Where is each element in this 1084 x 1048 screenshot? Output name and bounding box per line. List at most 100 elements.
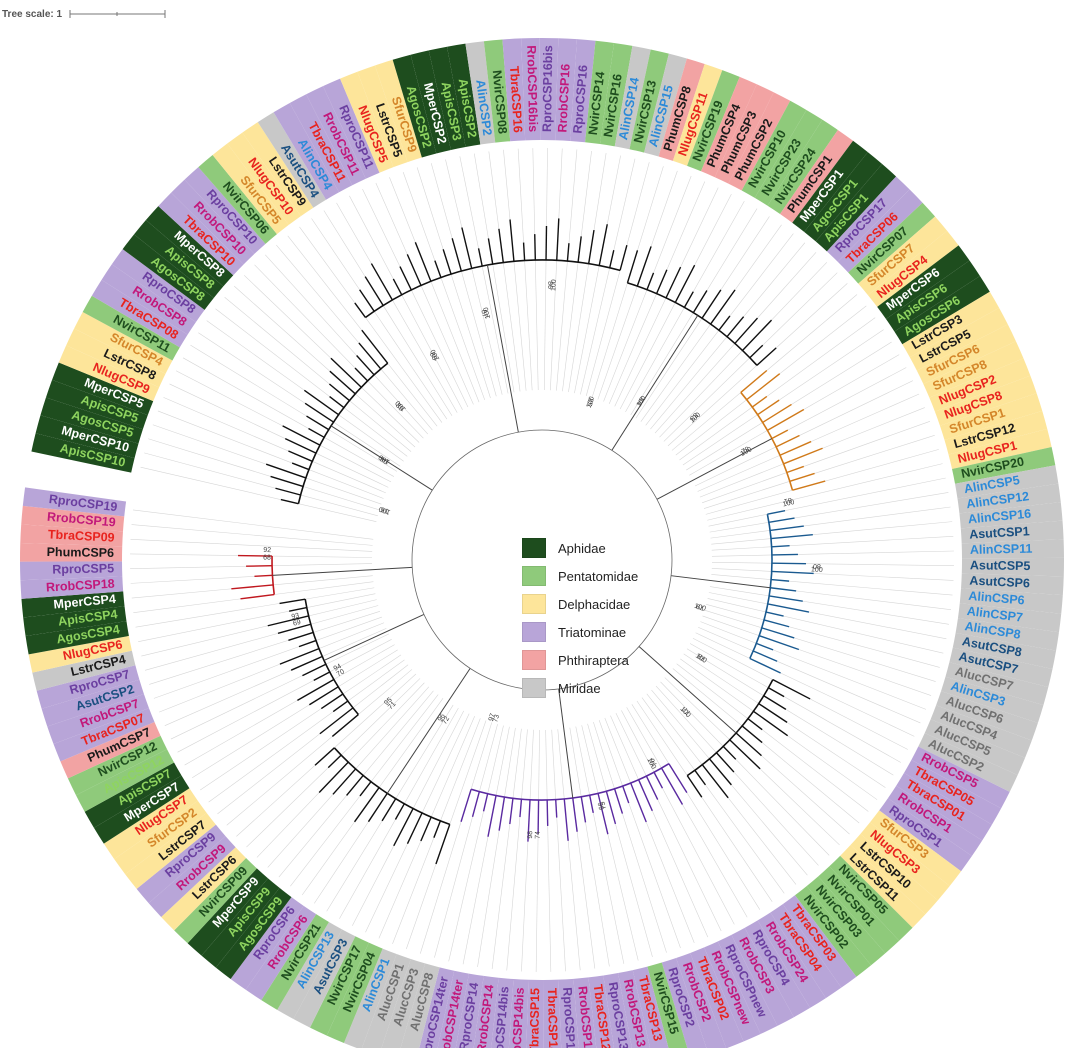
bootstrap-value: 80 [813,562,821,569]
tip-branch [282,425,321,446]
family-band-segment [158,192,244,276]
leaf-guide [587,723,653,957]
leaf-label: RrobCSP16 [555,63,572,132]
family-band-segment [960,520,1064,544]
bootstrap-value: 100 [483,306,492,319]
family-band-segment [428,46,466,151]
leaf-guide [574,155,621,394]
leaf-guide [311,218,448,420]
leaf-guide [190,344,398,472]
leaf-guide [402,171,486,401]
leaf-guide [234,285,416,448]
leaf-guide [701,421,931,504]
family-band-segment [558,978,579,1048]
family-band-segment [741,100,807,198]
tip-branch [406,254,422,286]
stem-branch [670,575,771,589]
family-band-segment [957,603,1062,633]
tip-branch [708,758,732,786]
family-band-segment [837,189,923,273]
leaf-guide [660,681,830,856]
leaf-guide [182,357,395,477]
family-band-segment [66,328,166,388]
tip-branch [701,764,729,799]
tip-branch [770,533,813,540]
leaf-label: AsutCSP5 [970,558,1031,573]
tip-branch [746,373,781,401]
tip-branch [392,278,403,296]
tip-branch [330,357,362,388]
tip-branch [771,429,789,440]
family-band-segment [23,606,127,636]
family-band-segment [754,109,823,206]
tip-branch [692,290,708,313]
tip-branch [763,695,787,710]
family-band-segment [22,487,127,517]
tip-branch [331,713,359,737]
tip-branch [563,798,569,841]
tip-branch [406,812,423,845]
tip-branch [572,797,578,832]
family-band-segment [242,122,314,217]
family-band-segment [885,260,980,332]
stem-branch [656,438,773,500]
bootstrap-value: 71 [387,701,398,712]
bootstrap-value: 73 [492,714,501,723]
family-band-segment [306,86,366,186]
family-band-segment [887,785,983,857]
leaf-guide [702,615,932,696]
tip-branch [769,525,804,532]
family-band-segment [770,904,842,999]
family-band-segment [961,557,1065,577]
tip-branch [367,792,388,823]
tip-branch [770,587,797,592]
family-band-segment [340,71,394,173]
clade-arc [364,259,621,319]
leaf-label: RproCSP12 [560,987,578,1048]
leaf-guide [226,669,413,826]
tip-branch [329,396,345,409]
family-band-segment [794,886,872,977]
family-band-segment [20,576,124,599]
tip-branch [686,775,703,798]
bootstrap-value: 95 [383,697,394,708]
family-band-segment [419,967,455,1048]
family-band-segment [896,772,992,841]
family-band-segment [804,152,883,242]
tip-branch [646,272,655,290]
leaf-guide [698,626,921,724]
family-band-segment [323,78,380,179]
family-band-segment [293,929,356,1028]
tip-branch [359,289,375,312]
tip-branch [265,463,307,479]
tip-branch [771,545,790,548]
leaf-guide [184,644,395,766]
tip-branch [304,402,334,423]
family-band-segment [687,70,740,172]
family-band-segment [826,176,910,262]
family-band-segment [483,39,511,143]
leaf-label: RproCSP16bis [540,45,555,132]
tip-branch [435,824,451,865]
leaf-guide [711,574,953,596]
tip-branch [767,408,805,432]
leaf-guide [708,592,947,640]
leaf-guide [177,639,392,753]
family-band-segment [103,788,198,860]
family-band-segment [959,502,1063,529]
tip-branch [763,619,790,628]
tip-branch [280,498,299,505]
family-band-segment [867,230,959,307]
family-band-segment [672,64,723,166]
family-band-segment [52,362,154,416]
bootstrap-value: 99 [596,802,605,811]
family-band-segment [704,941,761,1042]
leaf-label: AlinCSP11 [970,542,1033,557]
legend-label: Pentatomidae [558,568,639,584]
tip-branch [761,627,795,639]
leaf-guide [149,611,381,685]
tip-branch [665,266,682,299]
bootstrap-value: 100 [430,348,442,362]
leaf-guide [503,149,527,391]
family-band-segment [792,140,868,232]
